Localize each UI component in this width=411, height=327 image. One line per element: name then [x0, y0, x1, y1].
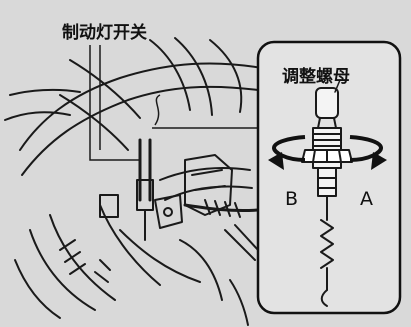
inset-switch-drawing — [301, 79, 353, 307]
direction-b-label: B — [285, 188, 299, 210]
rotation-arrows — [268, 135, 387, 170]
switch-leader-line — [89, 45, 140, 161]
brake-light-switch-label: 制动灯开关 — [62, 23, 147, 43]
direction-a-label: A — [360, 188, 373, 210]
motorcycle-frame-drawing — [4, 37, 263, 326]
arrow-b-head-icon — [268, 152, 284, 170]
adjusting-nut-label: 调整螺母 — [282, 67, 350, 87]
arrow-a-head-icon — [371, 152, 387, 170]
